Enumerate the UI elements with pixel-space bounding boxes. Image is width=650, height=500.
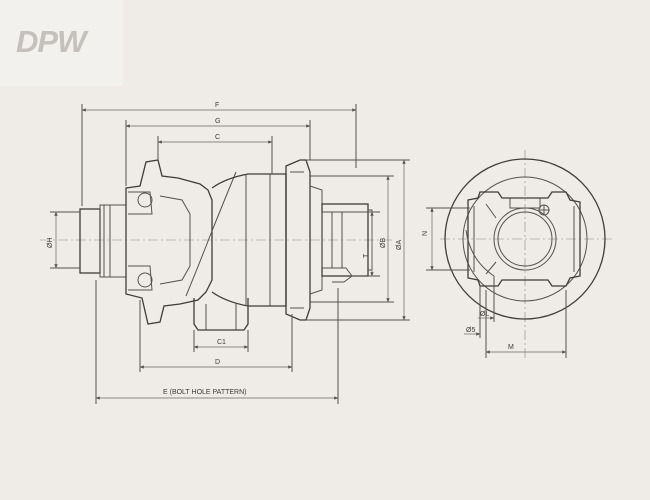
- dim-label-H: ØH: [47, 238, 54, 249]
- dim-label-C1: C1: [217, 339, 226, 346]
- dim-label-N: N: [422, 231, 429, 236]
- side-view: F G C ØH T ØB ØA C1: [40, 102, 410, 404]
- section-break-line: [185, 171, 237, 297]
- left-seal-lower: [137, 272, 153, 288]
- left-shaft-end: [79, 208, 101, 274]
- brand-logo: DPW: [16, 24, 90, 59]
- dim-label-A: ØA: [396, 240, 403, 250]
- outer-flange-circle: [444, 158, 606, 320]
- dim-label-E: E (BOLT HOLE PATTERN): [163, 389, 247, 396]
- logo-tile: [0, 0, 123, 86]
- tread-circle: [462, 176, 588, 302]
- dim-label-L: ØL: [480, 311, 489, 318]
- shaft-inner-circle: [497, 211, 553, 267]
- right-flange: [285, 159, 311, 321]
- dim-label-M: M: [508, 344, 514, 351]
- dim-label-S: Ø5: [466, 327, 475, 334]
- brand-logo-text: DPW: [16, 24, 89, 59]
- end-view: N ØL Ø5 M: [422, 150, 612, 360]
- dim-label-D: D: [215, 359, 220, 366]
- left-end-cap: [125, 159, 213, 325]
- tread-groove: [193, 298, 249, 331]
- dim-label-F: F: [215, 102, 219, 109]
- dim-label-T: T: [363, 253, 370, 258]
- left-seal-upper: [137, 192, 153, 208]
- dim-label-B: ØB: [380, 238, 387, 248]
- dim-label-G: G: [215, 118, 220, 125]
- dim-label-C: C: [215, 134, 220, 141]
- mounting-bracket: [467, 191, 581, 287]
